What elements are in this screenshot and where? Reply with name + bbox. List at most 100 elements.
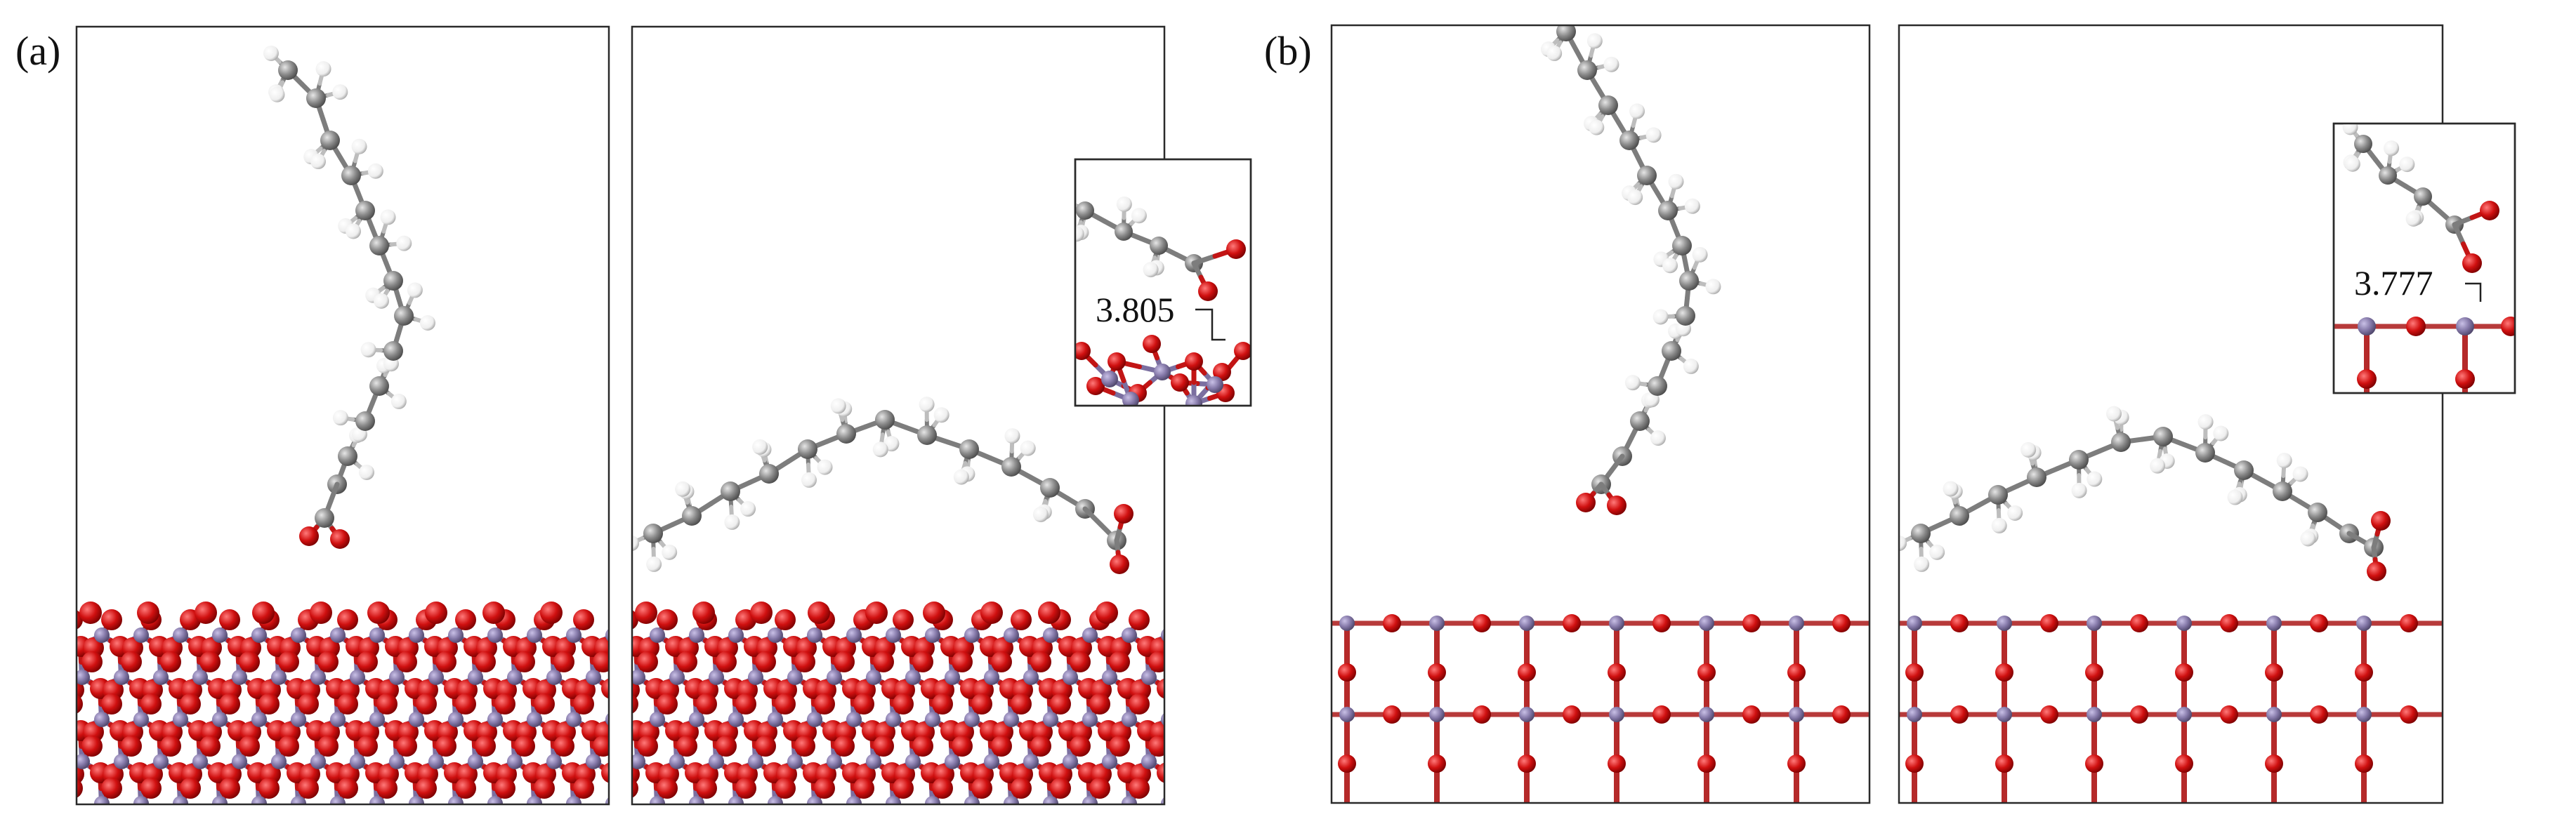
metal-atom [886,627,901,643]
carbon-atom [917,425,937,445]
metal-atom [728,796,744,804]
oxygen-atom [1338,755,1356,773]
metal-atom [1101,371,1118,387]
carbon-atom [320,131,340,150]
oxygen-atom [822,804,843,824]
hydrogen-atom [1705,279,1721,295]
oxygen-atom [79,602,102,624]
oxygen-atom [121,651,142,672]
hydrogen-atom [1683,358,1699,374]
metal-atom [507,754,523,769]
oxygen-atom [1518,663,1536,682]
metal-atom [632,754,645,769]
metal-atom [1102,670,1117,685]
metal-atom [1161,712,1164,726]
oxygen-atom [783,804,804,824]
oxygen-atom [971,693,992,715]
oxygen-atom [280,806,301,824]
oxygen-atom [199,651,221,672]
oxygen-atom [665,804,686,824]
oxygen-atom [914,806,935,824]
oxygen-atom [2040,614,2058,632]
oxygen-atom [1058,804,1079,824]
hydrogen-atom [953,469,969,485]
metal-atom [650,712,665,727]
oxygen-atom [775,609,796,630]
metal-atom [1023,754,1039,769]
metal-atom [350,754,365,769]
oxygen-atom [416,693,437,715]
oxygen-atom [1114,504,1133,524]
oxygen-atom [555,806,576,824]
metal-atom [527,712,542,727]
hydrogen-atom [332,410,348,426]
oxygen-atom [874,806,895,824]
hydrogen-atom [1692,246,1708,263]
carbon-atom [1637,166,1657,185]
oxygen-atom [44,637,65,658]
hydrogen-atom [2071,482,2087,498]
hydrogen-atom [2342,124,2358,135]
carbon-atom [682,506,702,526]
oxygen-atom [865,602,888,624]
oxygen-atom [337,609,358,630]
metal-atom [605,712,609,726]
carbon-atom [1630,411,1650,431]
metal-atom [964,796,980,804]
oxygen-atom [1576,493,1596,512]
oxygen-atom [1089,778,1110,799]
metal-atom [669,670,685,685]
oxygen-atom [601,762,609,783]
metal-atom [448,796,464,804]
oxygen-atom [101,778,122,799]
oxygen-atom [514,651,535,672]
metal-atom [527,627,542,643]
carbon-atom [1679,271,1699,291]
metal-atom [1102,754,1117,769]
metal-atom [2266,616,2282,631]
oxygen-atom [180,778,201,799]
oxygen-atom [2455,369,2475,389]
hydrogen-atom [367,163,383,179]
oxygen-atom [346,804,367,824]
carbon-atom [2273,481,2292,501]
hydrogen-atom [1589,119,1605,135]
metal-atom [409,796,424,804]
oxygen-atom [2130,614,2148,632]
oxygen-atom [317,651,339,672]
metal-atom [212,712,228,727]
oxygen-atom [1176,804,1197,824]
oxygen-atom [228,804,249,824]
metal-atom [827,754,842,769]
oxygen-atom [2040,705,2058,724]
oxygen-atom [376,778,397,799]
oxygen-atom [2400,614,2418,632]
metal-atom [1043,712,1058,727]
oxygen-atom [992,806,1013,824]
metal-atom [1339,707,1355,722]
oxygen-atom [716,736,737,757]
oxygen-atom [1213,363,1231,381]
metal-atom [487,627,503,643]
oxygen-atom [219,778,240,799]
metal-atom [212,796,228,804]
oxygen-atom [2265,663,2283,682]
oxygen-atom [2220,705,2238,724]
carbon-atom [1658,201,1678,220]
oxygen-atom [581,804,603,824]
hydrogen-atom [1650,430,1666,446]
metal-atom [114,754,129,769]
carbon-atom [2153,427,2173,446]
oxygen-atom [1070,651,1091,672]
oxygen-atom [1089,693,1110,715]
metal-atom [1082,712,1098,727]
carbon-atom [1950,506,1969,526]
oxygen-atom [601,678,609,699]
oxygen-atom [2085,663,2103,682]
metal-atom [468,670,483,685]
metal-atom [689,627,704,643]
oxygen-atom [573,693,594,715]
carbon-atom [2414,187,2432,206]
carbon-atom [1911,524,1931,543]
metal-atom [1004,796,1019,804]
